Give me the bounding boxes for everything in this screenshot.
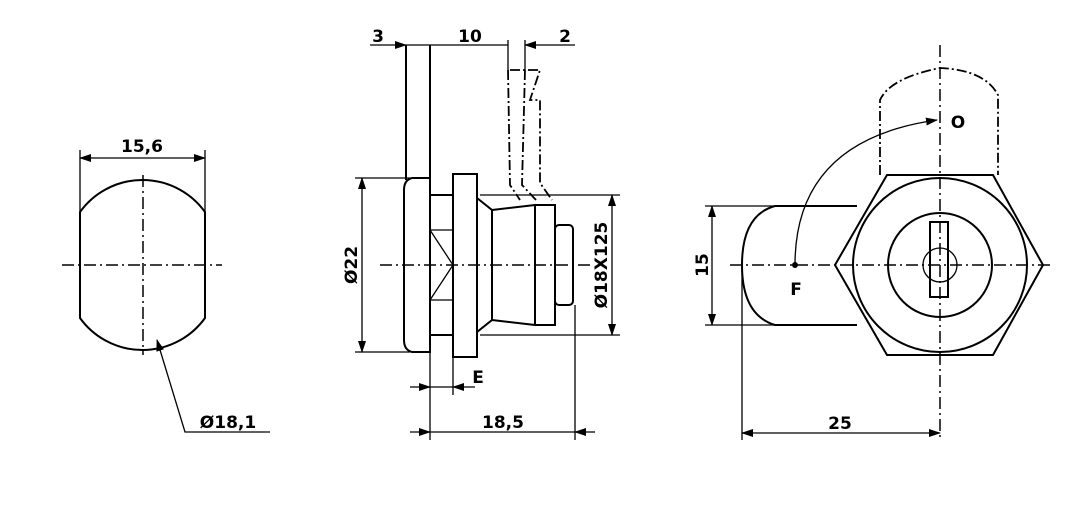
thread-label: Ø18X125 bbox=[592, 222, 612, 309]
panel-label: E bbox=[472, 368, 484, 388]
diameter-leader bbox=[156, 339, 270, 433]
side-view: 3 10 2 Ø22 Ø18X125 E bbox=[342, 27, 620, 440]
length-label: 18,5 bbox=[482, 413, 524, 433]
bezel bbox=[403, 177, 431, 353]
front-view: 15,6 Ø18,1 bbox=[62, 137, 270, 433]
cam-phantom bbox=[507, 69, 553, 201]
open-label: O bbox=[951, 113, 965, 133]
rear-view: O F 15 25 bbox=[693, 45, 1050, 440]
diameter-label: Ø18,1 bbox=[200, 413, 256, 433]
rotation-arrow bbox=[794, 117, 938, 266]
width-label: 15,6 bbox=[121, 137, 163, 157]
cam-offset-label: 10 bbox=[458, 27, 482, 47]
closed-label: F bbox=[790, 280, 802, 300]
keyway-icon bbox=[929, 221, 949, 298]
bezel-label: 3 bbox=[372, 27, 384, 47]
cam-open-phantom bbox=[879, 67, 999, 175]
cam-thickness-label: 2 bbox=[559, 27, 571, 47]
head-diameter-label: Ø22 bbox=[342, 246, 362, 284]
key-head-outline bbox=[79, 178, 206, 352]
cam-width-label: 15 bbox=[693, 253, 713, 277]
cam-length-label: 25 bbox=[828, 414, 852, 434]
